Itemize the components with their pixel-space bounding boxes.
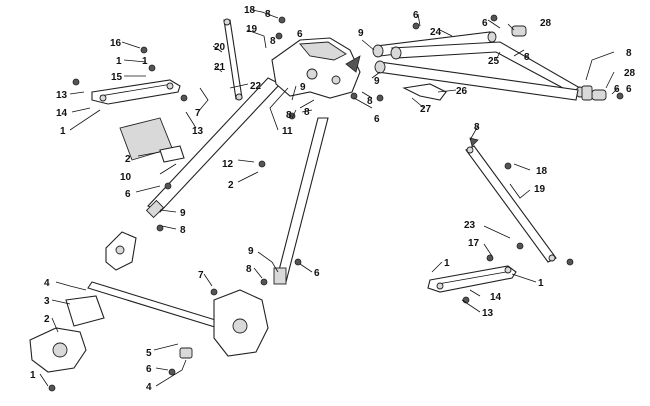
callout-12: 12 [222, 159, 234, 170]
callout-2: 2 [228, 180, 234, 191]
callout-26: 26 [456, 86, 468, 97]
callout-8: 8 [524, 52, 530, 63]
clamp-26 [402, 83, 447, 101]
callout-3: 3 [44, 296, 50, 307]
callout-6: 6 [482, 18, 488, 29]
bushing-28-right [581, 85, 607, 101]
leader-lines [39, 9, 619, 387]
callout-8: 8 [180, 225, 186, 236]
callout-6: 6 [614, 84, 620, 95]
callout-9: 9 [248, 246, 254, 257]
vertical-tube-center [273, 117, 329, 285]
callout-6: 6 [413, 10, 419, 21]
callout-4: 4 [146, 382, 152, 393]
mount-assembly-lower-left [29, 295, 105, 373]
callout-6: 6 [146, 364, 152, 375]
mount-bracket-14-left [91, 79, 181, 105]
callout-8: 8 [286, 110, 292, 121]
callout-21: 21 [214, 62, 226, 73]
callout-14: 14 [490, 292, 502, 303]
callout-28: 28 [624, 68, 636, 79]
callout-8: 8 [304, 107, 310, 118]
callout-24: 24 [430, 27, 442, 38]
callout-15: 15 [111, 72, 123, 83]
callout-6: 6 [626, 84, 632, 95]
callout-1: 1 [444, 258, 450, 269]
callout-11: 11 [282, 126, 293, 137]
callout-7: 7 [195, 108, 201, 119]
mount-bracket-14-right [427, 265, 517, 293]
callout-8: 8 [474, 122, 480, 133]
brace-bar-19-top [223, 18, 243, 101]
callout-5: 5 [146, 348, 152, 359]
upper-frame-assembly [271, 37, 361, 99]
callout-16: 16 [110, 38, 122, 49]
callout-19: 19 [246, 24, 258, 35]
callout-7: 7 [198, 270, 204, 281]
callout-6: 6 [125, 189, 131, 200]
callout-20: 20 [214, 42, 226, 53]
callout-10: 10 [120, 172, 132, 183]
callout-labels: 18 8 19 6 20 21 16 1 15 13 14 1 7 13 22 … [30, 5, 636, 393]
callout-17: 17 [468, 238, 480, 249]
callout-9: 9 [374, 76, 380, 87]
callout-23: 23 [464, 220, 476, 231]
callout-1: 1 [30, 370, 36, 381]
lower-right-tube [374, 60, 579, 101]
callout-27: 27 [420, 104, 432, 115]
callout-14: 14 [56, 108, 68, 119]
callout-18: 18 [244, 5, 256, 16]
junction-block [119, 117, 185, 163]
callout-1: 1 [116, 56, 122, 67]
callout-2: 2 [125, 154, 131, 165]
callout-8: 8 [246, 264, 252, 275]
bushing-28-top [511, 25, 527, 37]
brace-bar-19-right [465, 137, 557, 263]
callout-9: 9 [358, 28, 364, 39]
callout-6: 6 [314, 268, 320, 279]
callout-9: 9 [180, 208, 186, 219]
callout-4: 4 [44, 278, 50, 289]
callout-1: 1 [538, 278, 544, 289]
mount-assembly-lower-center [179, 289, 269, 359]
callout-2: 2 [44, 314, 50, 325]
callout-18: 18 [536, 166, 548, 177]
callout-1: 1 [142, 56, 148, 67]
callout-1: 1 [60, 126, 66, 137]
callout-13: 13 [56, 90, 68, 101]
callout-8: 8 [367, 96, 373, 107]
callout-19: 19 [534, 184, 546, 195]
callout-6: 6 [297, 29, 303, 40]
callout-6: 6 [374, 114, 380, 125]
clamp-assembly-upper [105, 231, 137, 271]
fasteners [48, 14, 624, 392]
callout-22: 22 [250, 81, 262, 92]
callout-9: 9 [300, 82, 306, 93]
callout-8: 8 [265, 9, 271, 20]
callout-28: 28 [540, 18, 552, 29]
callout-8: 8 [626, 48, 632, 59]
callout-13: 13 [192, 126, 204, 137]
callout-13: 13 [482, 308, 494, 319]
callout-25: 25 [488, 56, 500, 67]
callout-8: 8 [270, 36, 276, 47]
